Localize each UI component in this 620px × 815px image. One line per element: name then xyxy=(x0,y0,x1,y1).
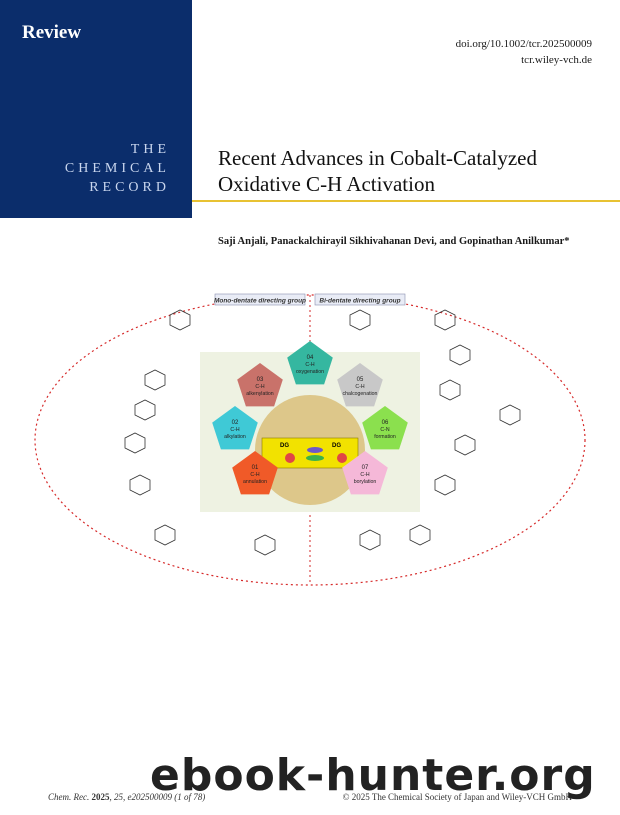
structure-sketch xyxy=(454,434,476,456)
structure-sketches xyxy=(124,309,521,556)
journal-line: CHEMICAL xyxy=(64,161,170,176)
category-label: C-N xyxy=(380,427,389,433)
bi-label: Bi-dentate directing group xyxy=(319,298,400,305)
site-link[interactable]: tcr.wiley-vch.de xyxy=(521,54,592,66)
center-scheme xyxy=(261,437,359,469)
category-label: annulation xyxy=(243,479,267,485)
dg-label-left: DG xyxy=(280,443,289,449)
journal-band: Review THE CHEMICAL RECORD xyxy=(0,0,192,218)
category-label: 02 xyxy=(232,420,239,426)
structure-sketch xyxy=(254,534,276,556)
title-rule xyxy=(192,200,620,202)
category-pentagon xyxy=(287,341,333,385)
section-label: Review xyxy=(22,22,82,43)
category-label: 05 xyxy=(357,377,364,383)
category-pentagons: 01C-Hannulation02C-Halkylation03C-Halken… xyxy=(212,341,408,495)
journal-line: THE xyxy=(130,142,170,157)
graphical-abstract: Mono-dentate directing group Bi-dentate … xyxy=(34,293,586,586)
category-label: borylation xyxy=(354,479,377,485)
structure-sketch xyxy=(434,474,456,496)
structure-sketch xyxy=(449,344,471,366)
doi-link[interactable]: doi.org/10.1002/tcr.202500009 xyxy=(455,38,592,50)
mono-label: Mono-dentate directing group xyxy=(214,298,306,305)
category-label: C-H xyxy=(360,472,369,478)
bi-tag xyxy=(314,293,406,306)
category-pentagon xyxy=(212,406,258,450)
category-label: chalcogenation xyxy=(343,391,378,397)
dg-label-right: DG xyxy=(332,443,341,449)
structure-sketch xyxy=(349,309,371,331)
title-line: Recent Advances in Cobalt-Catalyzed xyxy=(218,146,537,170)
metal-left xyxy=(285,453,295,463)
copyright: © 2025 The Chemical Society of Japan and… xyxy=(342,792,572,802)
citation-year: 2025 xyxy=(91,792,110,802)
structure-sketch xyxy=(129,474,151,496)
title-line: Oxidative C-H Activation xyxy=(218,172,435,196)
doi-block: doi.org/10.1002/tcr.202500009 tcr.wiley-… xyxy=(420,36,592,68)
structure-sketch xyxy=(359,529,381,551)
category-label: C-H xyxy=(355,384,364,390)
structure-sketch xyxy=(134,399,156,421)
category-label: C-H xyxy=(255,384,264,390)
structure-sketch xyxy=(154,524,176,546)
outer-ellipse xyxy=(34,294,586,586)
watermark-text: ebook-hunter.org xyxy=(150,750,596,801)
category-label: 04 xyxy=(307,355,314,361)
category-label: alkenylation xyxy=(246,391,274,397)
citation-journal: Chem. Rec. xyxy=(48,792,90,802)
mono-tag xyxy=(214,293,306,306)
category-label: formation xyxy=(374,434,396,440)
category-label: 06 xyxy=(382,420,389,426)
journal-name: THE CHEMICAL RECORD xyxy=(65,140,170,197)
metal-right xyxy=(337,453,347,463)
structure-sketch xyxy=(144,369,166,391)
co-badge xyxy=(306,455,324,461)
journal-line: RECORD xyxy=(89,180,170,195)
category-pentagon xyxy=(362,406,408,450)
structure-sketch xyxy=(439,379,461,401)
category-pentagon xyxy=(337,363,383,407)
article-title: Recent Advances in Cobalt-Catalyzed Oxid… xyxy=(218,145,537,197)
structure-sketch xyxy=(434,309,456,331)
category-label: 01 xyxy=(252,465,259,471)
category-pentagon xyxy=(237,363,283,407)
structure-sketch xyxy=(499,404,521,426)
category-label: 07 xyxy=(362,465,369,471)
structure-sketch xyxy=(124,432,146,454)
citation: Chem. Rec. 2025, 25, e202500009 (1 of 78… xyxy=(48,792,205,802)
category-label: 03 xyxy=(257,377,264,383)
structure-sketch xyxy=(409,524,431,546)
category-label: C-H xyxy=(250,472,259,478)
category-pentagon xyxy=(342,451,388,495)
citation-rest: , 25, e202500009 (1 of 78) xyxy=(109,792,206,802)
category-label: C-H xyxy=(230,427,239,433)
category-pentagon xyxy=(232,451,278,495)
oxidant-badge xyxy=(307,447,323,453)
category-label: oxygenation xyxy=(296,369,324,375)
category-label: C-H xyxy=(305,362,314,368)
category-label: alkylation xyxy=(224,434,246,440)
structure-sketch xyxy=(169,309,191,331)
author-list: Saji Anjali, Panackalchirayil Sikhivahan… xyxy=(218,236,570,247)
